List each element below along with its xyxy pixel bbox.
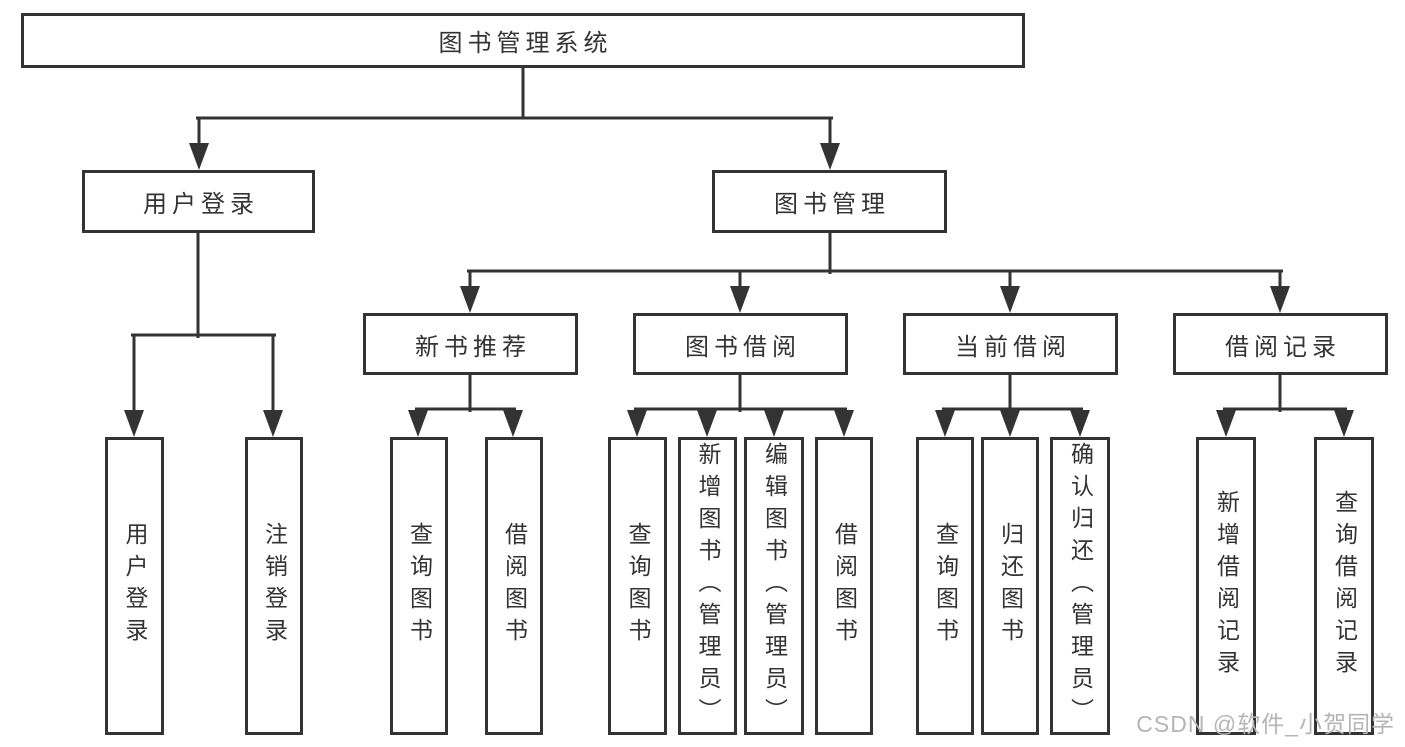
leaf-label: 查询图书 (406, 522, 433, 650)
node-book-borrow: 图书借阅 (633, 313, 848, 375)
leaf-borrow-books: 借阅图书 (815, 437, 873, 735)
leaf-add-books-admin: 新增图书（管理员） (678, 437, 737, 735)
node-current-borrow: 当前借阅 (903, 313, 1118, 375)
leaf-label: 查询图书 (625, 522, 651, 650)
leaf-label: 借阅图书 (501, 522, 528, 650)
leaf-edit-books-admin: 编辑图书（管理员） (744, 437, 804, 735)
leaf-label: 确认归还（管理员） (1067, 442, 1094, 730)
leaf-label: 新增借阅记录 (1213, 490, 1240, 682)
leaf-label: 编辑图书（管理员） (761, 442, 788, 730)
leaf-confirm-return-admin: 确认归还（管理员） (1050, 437, 1110, 735)
leaf-borrow-books-recommend: 借阅图书 (485, 437, 543, 735)
node-borrow-record: 借阅记录 (1173, 313, 1388, 375)
leaf-label: 借阅图书 (831, 522, 858, 650)
leaf-return-books: 归还图书 (981, 437, 1039, 735)
leaf-label: 注销登录 (261, 522, 288, 650)
node-user-login-branch: 用户登录 (82, 170, 315, 233)
leaf-label: 查询借阅记录 (1331, 490, 1358, 682)
leaf-logout: 注销登录 (245, 437, 303, 735)
leaf-query-books-current: 查询图书 (916, 437, 974, 735)
leaf-label: 新增图书（管理员） (695, 442, 721, 730)
leaf-query-borrow-record: 查询借阅记录 (1314, 437, 1374, 735)
node-book-management: 图书管理 (712, 170, 947, 233)
leaf-query-books-borrow: 查询图书 (608, 437, 667, 735)
csdn-watermark: CSDN @软件_小贺同学 (1136, 711, 1395, 737)
leaf-user-login: 用户登录 (105, 437, 164, 735)
node-new-book-recommend: 新书推荐 (363, 313, 578, 375)
leaf-add-borrow-record: 新增借阅记录 (1196, 437, 1256, 735)
leaf-query-books-recommend: 查询图书 (390, 437, 448, 735)
leaf-label: 查询图书 (932, 522, 959, 650)
leaf-label: 归还图书 (997, 522, 1024, 650)
node-root: 图书管理系统 (21, 13, 1025, 68)
leaf-label: 用户登录 (122, 522, 148, 650)
